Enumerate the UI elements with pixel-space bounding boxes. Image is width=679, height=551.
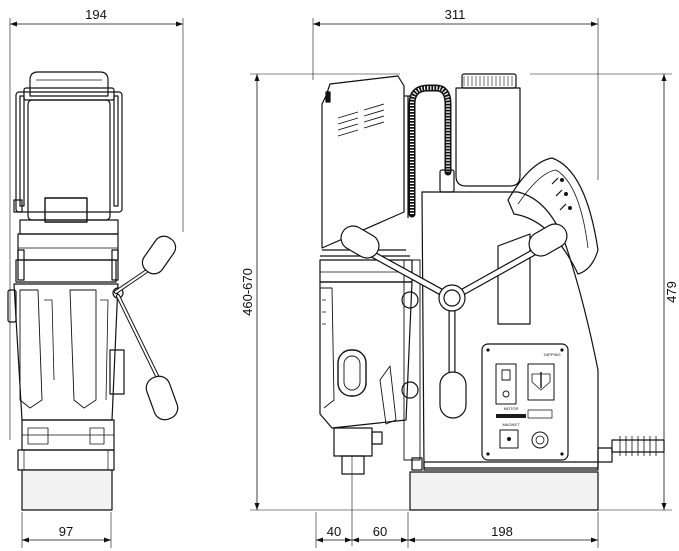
- front-control-panel: TAPPING MOTOR MAGNET: [481, 343, 569, 461]
- speed-knob[interactable]: [531, 431, 549, 449]
- front-arbor: [333, 427, 373, 457]
- front-lever-hub: [438, 284, 466, 312]
- control-panel-plate: [481, 343, 569, 461]
- front-feed-levers: [340, 223, 568, 419]
- front-view: 311 460-670 479: [240, 7, 679, 548]
- motor-label: MOTOR: [504, 406, 519, 411]
- side-gearbox: [13, 283, 119, 421]
- side-lever-hub: [112, 235, 179, 421]
- front-coolant-hose: [408, 84, 452, 218]
- front-cable-gland: [597, 436, 665, 463]
- front-height-label: 479: [664, 281, 679, 303]
- front-offset-a-label: 40: [327, 524, 341, 539]
- tapping-selector[interactable]: [527, 363, 555, 401]
- front-offset-b-label: 60: [373, 524, 387, 539]
- front-drill-head: [319, 281, 413, 429]
- side-width-label: 194: [85, 7, 107, 22]
- magnet-switch[interactable]: [499, 429, 519, 449]
- side-base-width-label: 97: [59, 524, 73, 539]
- front-height-range-label: 460-670: [240, 268, 255, 316]
- front-vent-slots: [337, 103, 385, 137]
- front-base-label: 198: [491, 524, 513, 539]
- side-lower-block: [17, 449, 115, 471]
- front-motor-housing: [321, 75, 405, 249]
- side-top-housing: [29, 71, 109, 97]
- side-window: [44, 197, 88, 223]
- front-magnet-base: [409, 471, 599, 511]
- magnet-label: MAGNET: [502, 422, 520, 427]
- side-knob: [7, 289, 17, 323]
- side-motor-body: [27, 99, 111, 221]
- side-magnet-base: [21, 469, 113, 511]
- motor-switch[interactable]: [495, 363, 517, 405]
- front-width-label: 311: [445, 7, 466, 22]
- front-slot-window: [337, 349, 367, 397]
- side-view: 194: [7, 7, 184, 548]
- tapping-label: TAPPING: [543, 352, 560, 357]
- front-coolant-tank: [455, 87, 521, 187]
